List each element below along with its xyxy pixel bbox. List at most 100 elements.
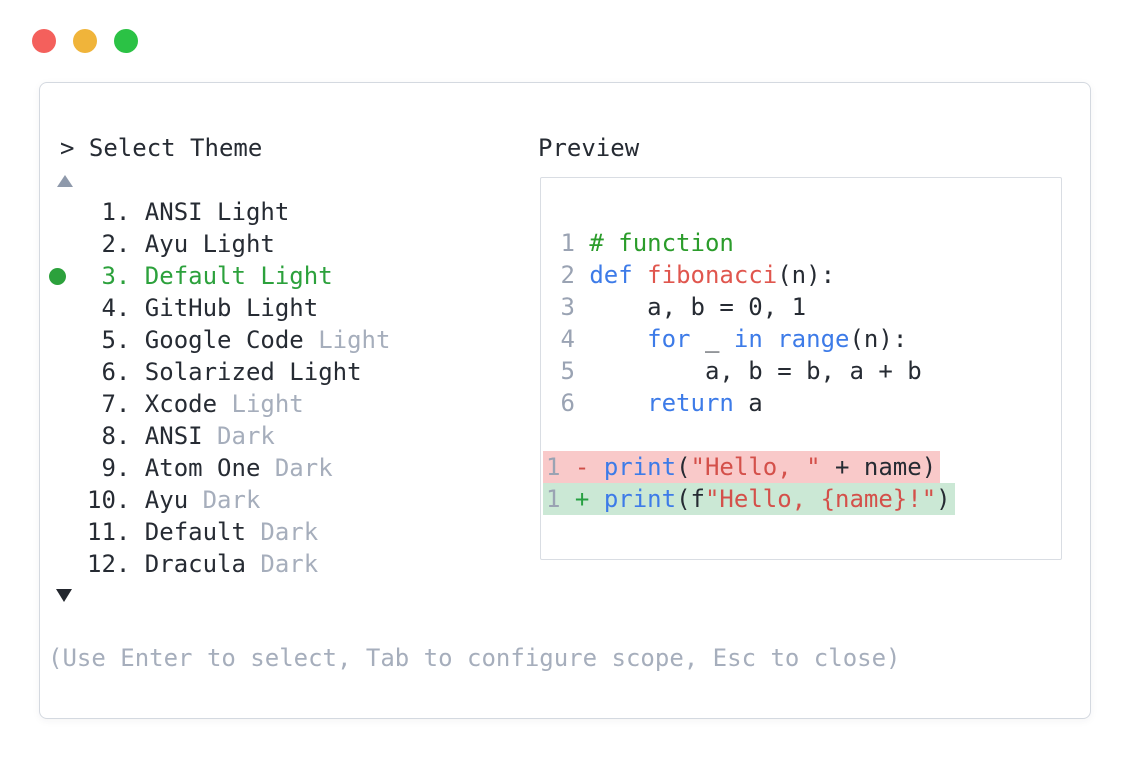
code-segment: fibonacci [647, 261, 778, 289]
theme-option-3[interactable]: 3. Default Light [49, 260, 390, 292]
code-segment: 2 [546, 261, 575, 289]
code-segment: + name) [820, 453, 937, 481]
scroll-down-icon[interactable] [56, 589, 72, 602]
maximize-button-icon[interactable] [114, 29, 138, 53]
theme-option-number: 11. [87, 518, 145, 546]
code-segment: 1 [546, 485, 561, 513]
diff-highlight-bg: 1 - print("Hello, " + name) [543, 451, 941, 483]
code-segment [633, 261, 647, 289]
theme-option-label: Dracula [144, 550, 246, 578]
code-segment: # function [589, 229, 734, 257]
code-segment [575, 229, 589, 257]
theme-option-number: 6. [87, 358, 145, 386]
code-segment: - [574, 453, 590, 481]
code-segment: + [574, 485, 590, 513]
scroll-up-icon[interactable] [57, 175, 73, 187]
code-segment: (n): [777, 261, 836, 289]
theme-option-label: GitHub Light [144, 294, 319, 322]
theme-option-label-variant: Dark [245, 518, 319, 546]
theme-option-number: 9. [87, 454, 145, 482]
theme-option-1[interactable]: 1. ANSI Light [87, 196, 390, 228]
theme-option-number: 10. [87, 486, 145, 514]
theme-option-number: 12. [87, 550, 145, 578]
code-segment [575, 389, 647, 417]
code-segment: a [733, 389, 763, 417]
code-segment [589, 453, 603, 481]
theme-option-label: Default [144, 518, 246, 546]
theme-option-7[interactable]: 7. Xcode Light [87, 388, 390, 420]
theme-option-number: 1. [87, 198, 145, 226]
theme-option-label: Ayu Light [144, 230, 275, 258]
diff-add-line: 1 + print(f"Hello, {name}!") [543, 483, 955, 515]
theme-prompt: > Select Theme [60, 134, 263, 162]
code-segment: print [603, 453, 677, 481]
code-segment: def [589, 261, 633, 289]
code-segment: "Hello, " [690, 453, 821, 481]
selected-dot-icon [49, 268, 66, 285]
code-segment: 1 [546, 229, 575, 257]
theme-option-label: Solarized Light [144, 358, 362, 386]
code-segment [560, 485, 574, 513]
code-line: 6 return a [546, 387, 955, 419]
theme-option-number: 5. [87, 326, 145, 354]
code-segment [575, 261, 589, 289]
theme-option-12[interactable]: 12. Dracula Dark [87, 548, 390, 580]
code-segment: 5 [546, 357, 575, 385]
theme-option-10[interactable]: 10. Ayu Dark [87, 484, 390, 516]
theme-option-label: Default Light [144, 262, 333, 290]
blank-line [546, 419, 955, 451]
theme-option-label: Atom One [144, 454, 261, 482]
close-button-icon[interactable] [32, 29, 56, 53]
diff-highlight-bg: 1 + print(f"Hello, {name}!") [543, 483, 955, 515]
code-segment: in [733, 325, 763, 353]
code-segment: 3 [546, 293, 575, 321]
code-segment: return [647, 389, 734, 417]
code-segment: "Hello, {name}!" [704, 485, 937, 513]
code-segment [575, 325, 647, 353]
code-segment: ) [936, 485, 951, 513]
theme-option-label-variant: Dark [245, 550, 319, 578]
code-segment: for [647, 325, 691, 353]
code-segment: print [603, 485, 677, 513]
code-segment [763, 325, 777, 353]
code-segment: (n): [849, 325, 908, 353]
code-segment [589, 485, 603, 513]
minimize-button-icon[interactable] [73, 29, 97, 53]
theme-option-number: 7. [87, 390, 145, 418]
window-controls [32, 29, 138, 53]
theme-option-8[interactable]: 8. ANSI Dark [87, 420, 390, 452]
theme-option-number: 8. [87, 422, 145, 450]
theme-option-label: Xcode [144, 390, 218, 418]
code-segment: a, b = 0, 1 [574, 293, 807, 321]
code-segment: 4 [546, 325, 575, 353]
theme-option-number: 4. [87, 294, 145, 322]
preview-code: 1 # function 2 def fibonacci(n): 3 a, b … [543, 227, 955, 515]
theme-option-number: 3. [87, 262, 145, 290]
theme-option-label: ANSI [144, 422, 203, 450]
theme-option-4[interactable]: 4. GitHub Light [87, 292, 390, 324]
theme-option-6[interactable]: 6. Solarized Light [87, 356, 390, 388]
theme-option-2[interactable]: 2. Ayu Light [87, 228, 390, 260]
preview-label: Preview [538, 134, 640, 162]
theme-option-11[interactable]: 11. Default Dark [87, 516, 390, 548]
code-segment: (f [676, 485, 705, 513]
theme-option-label: Google Code [144, 326, 304, 354]
theme-option-5[interactable]: 5. Google Code Light [87, 324, 390, 356]
code-line: 4 for _ in range(n): [546, 323, 955, 355]
code-segment: _ [690, 325, 734, 353]
code-segment: a, b = b, a + b [574, 357, 922, 385]
code-segment: ( [676, 453, 691, 481]
code-line: 5 a, b = b, a + b [546, 355, 955, 387]
theme-list: 1. ANSI Light 2. Ayu Light 3. Default Li… [49, 196, 390, 580]
theme-option-label-variant: Light [303, 326, 391, 354]
theme-option-9[interactable]: 9. Atom One Dark [87, 452, 390, 484]
theme-option-label: ANSI Light [144, 198, 290, 226]
theme-option-label: Ayu [144, 486, 189, 514]
theme-option-label-variant: Dark [260, 454, 333, 482]
help-text: (Use Enter to select, Tab to configure s… [48, 644, 901, 672]
code-segment: range [777, 325, 850, 353]
code-segment: 1 [546, 453, 561, 481]
code-line: 1 # function [546, 227, 955, 259]
theme-option-label-variant: Dark [202, 422, 275, 450]
theme-option-label-variant: Light [217, 390, 304, 418]
